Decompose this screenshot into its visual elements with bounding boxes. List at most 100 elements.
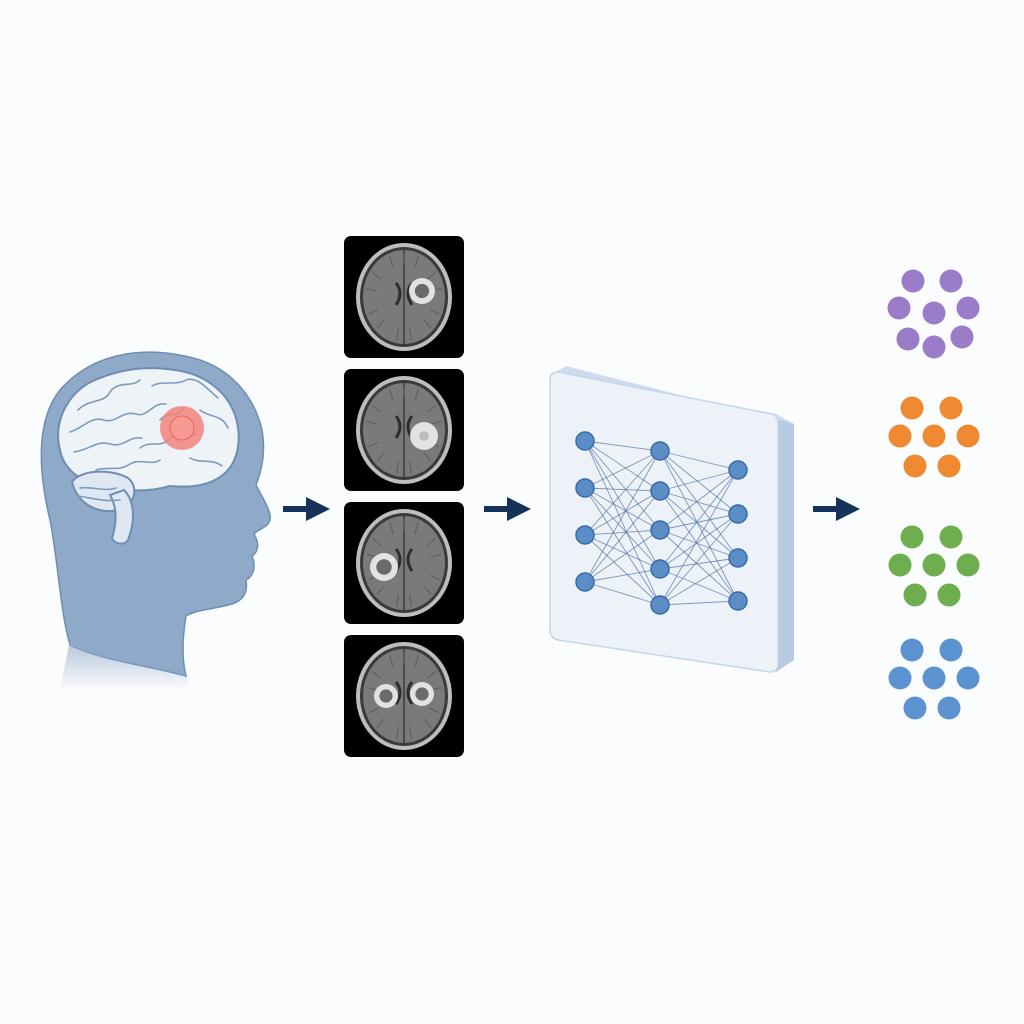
cluster-orange: [888, 396, 980, 478]
lesion-core: [415, 687, 429, 701]
network-edge: [659, 469, 739, 531]
cluster-dot: [939, 396, 963, 420]
cluster-dot: [900, 638, 924, 662]
network-edge: [584, 534, 661, 570]
network-edge: [584, 440, 661, 531]
cluster-dot: [956, 424, 980, 448]
neck-fade: [60, 640, 190, 690]
cluster-dot: [956, 296, 980, 320]
lesion-core: [419, 431, 429, 441]
cluster-dot: [939, 638, 963, 662]
network-edge: [659, 600, 739, 606]
neural-network-panel-icon: [549, 366, 794, 673]
cluster-dot: [922, 301, 946, 325]
network-edge: [659, 513, 739, 531]
brainstem: [108, 488, 134, 545]
network-edge: [584, 487, 661, 606]
network-edge: [659, 513, 739, 570]
network-edge: [584, 534, 661, 606]
mri-slice: [344, 635, 464, 757]
cluster-blue: [888, 638, 980, 720]
network-edge: [659, 529, 739, 602]
cluster-dot: [896, 327, 920, 351]
cluster-dot: [922, 335, 946, 359]
network-edge: [659, 490, 739, 602]
cluster-dot: [887, 296, 911, 320]
cluster-dot: [888, 553, 912, 577]
cluster-dot: [922, 553, 946, 577]
brain-icon: [57, 367, 240, 545]
network-edge: [584, 450, 661, 536]
network-edge: [584, 440, 661, 606]
network-edge: [584, 487, 661, 531]
cluster-dot: [922, 424, 946, 448]
network-edge: [584, 487, 661, 570]
network-edge: [659, 469, 739, 570]
sulci: [366, 386, 442, 474]
cluster-dot: [903, 583, 927, 607]
network-nodes: [575, 431, 748, 615]
network-node: [728, 548, 748, 568]
ventricles: [394, 681, 414, 705]
network-edge: [659, 450, 739, 515]
network-edge: [584, 487, 661, 492]
cluster-dot: [903, 696, 927, 720]
network-edge: [584, 581, 661, 606]
cluster-dot: [950, 325, 974, 349]
mri-slice: [344, 236, 464, 358]
network-edge: [659, 529, 739, 559]
sulci: [366, 519, 442, 607]
network-edge: [584, 568, 661, 583]
network-edge: [659, 557, 739, 606]
network-node: [650, 559, 670, 579]
lesion-core: [376, 559, 392, 575]
cluster-dot: [901, 269, 925, 293]
panel-top: [556, 366, 794, 424]
cluster-dot: [922, 666, 946, 690]
sulci: [366, 652, 442, 740]
cluster-dot: [939, 525, 963, 549]
network-edge: [584, 490, 661, 536]
network-edge: [659, 490, 739, 515]
network-node: [650, 481, 670, 501]
network-node: [650, 520, 670, 540]
network-edge: [659, 469, 739, 606]
lesion-core: [379, 689, 393, 703]
cerebrum: [57, 367, 240, 492]
molecular-subtype-clusters-icon: [887, 269, 980, 720]
network-node: [728, 591, 748, 611]
network-edge: [584, 450, 661, 583]
cluster-dot: [956, 666, 980, 690]
mri-slice: [344, 369, 464, 491]
tumor-core: [169, 415, 195, 441]
cluster-dot: [937, 454, 961, 478]
network-edge: [659, 557, 739, 570]
cluster-dot: [937, 696, 961, 720]
cluster-dot: [888, 424, 912, 448]
network-edges: [584, 440, 739, 606]
network-node: [650, 595, 670, 615]
network-node: [575, 525, 595, 545]
network-edge: [584, 440, 661, 492]
network-edge: [584, 529, 661, 583]
network-node: [575, 431, 595, 451]
network-edge: [659, 568, 739, 602]
network-edge: [584, 450, 661, 489]
panel-side: [776, 414, 794, 672]
cluster-dot: [937, 583, 961, 607]
network-node: [575, 572, 595, 592]
cluster-dot: [939, 269, 963, 293]
network-edge: [659, 450, 739, 471]
cluster-purple: [887, 269, 980, 359]
network-edge: [659, 450, 739, 602]
network-edge: [659, 513, 739, 606]
network-edge: [584, 490, 661, 583]
network-edge: [659, 450, 739, 559]
tumor-icon: [160, 406, 204, 450]
network-node: [650, 441, 670, 461]
network-node: [728, 460, 748, 480]
lesion-core: [414, 283, 430, 299]
network-node: [728, 504, 748, 524]
